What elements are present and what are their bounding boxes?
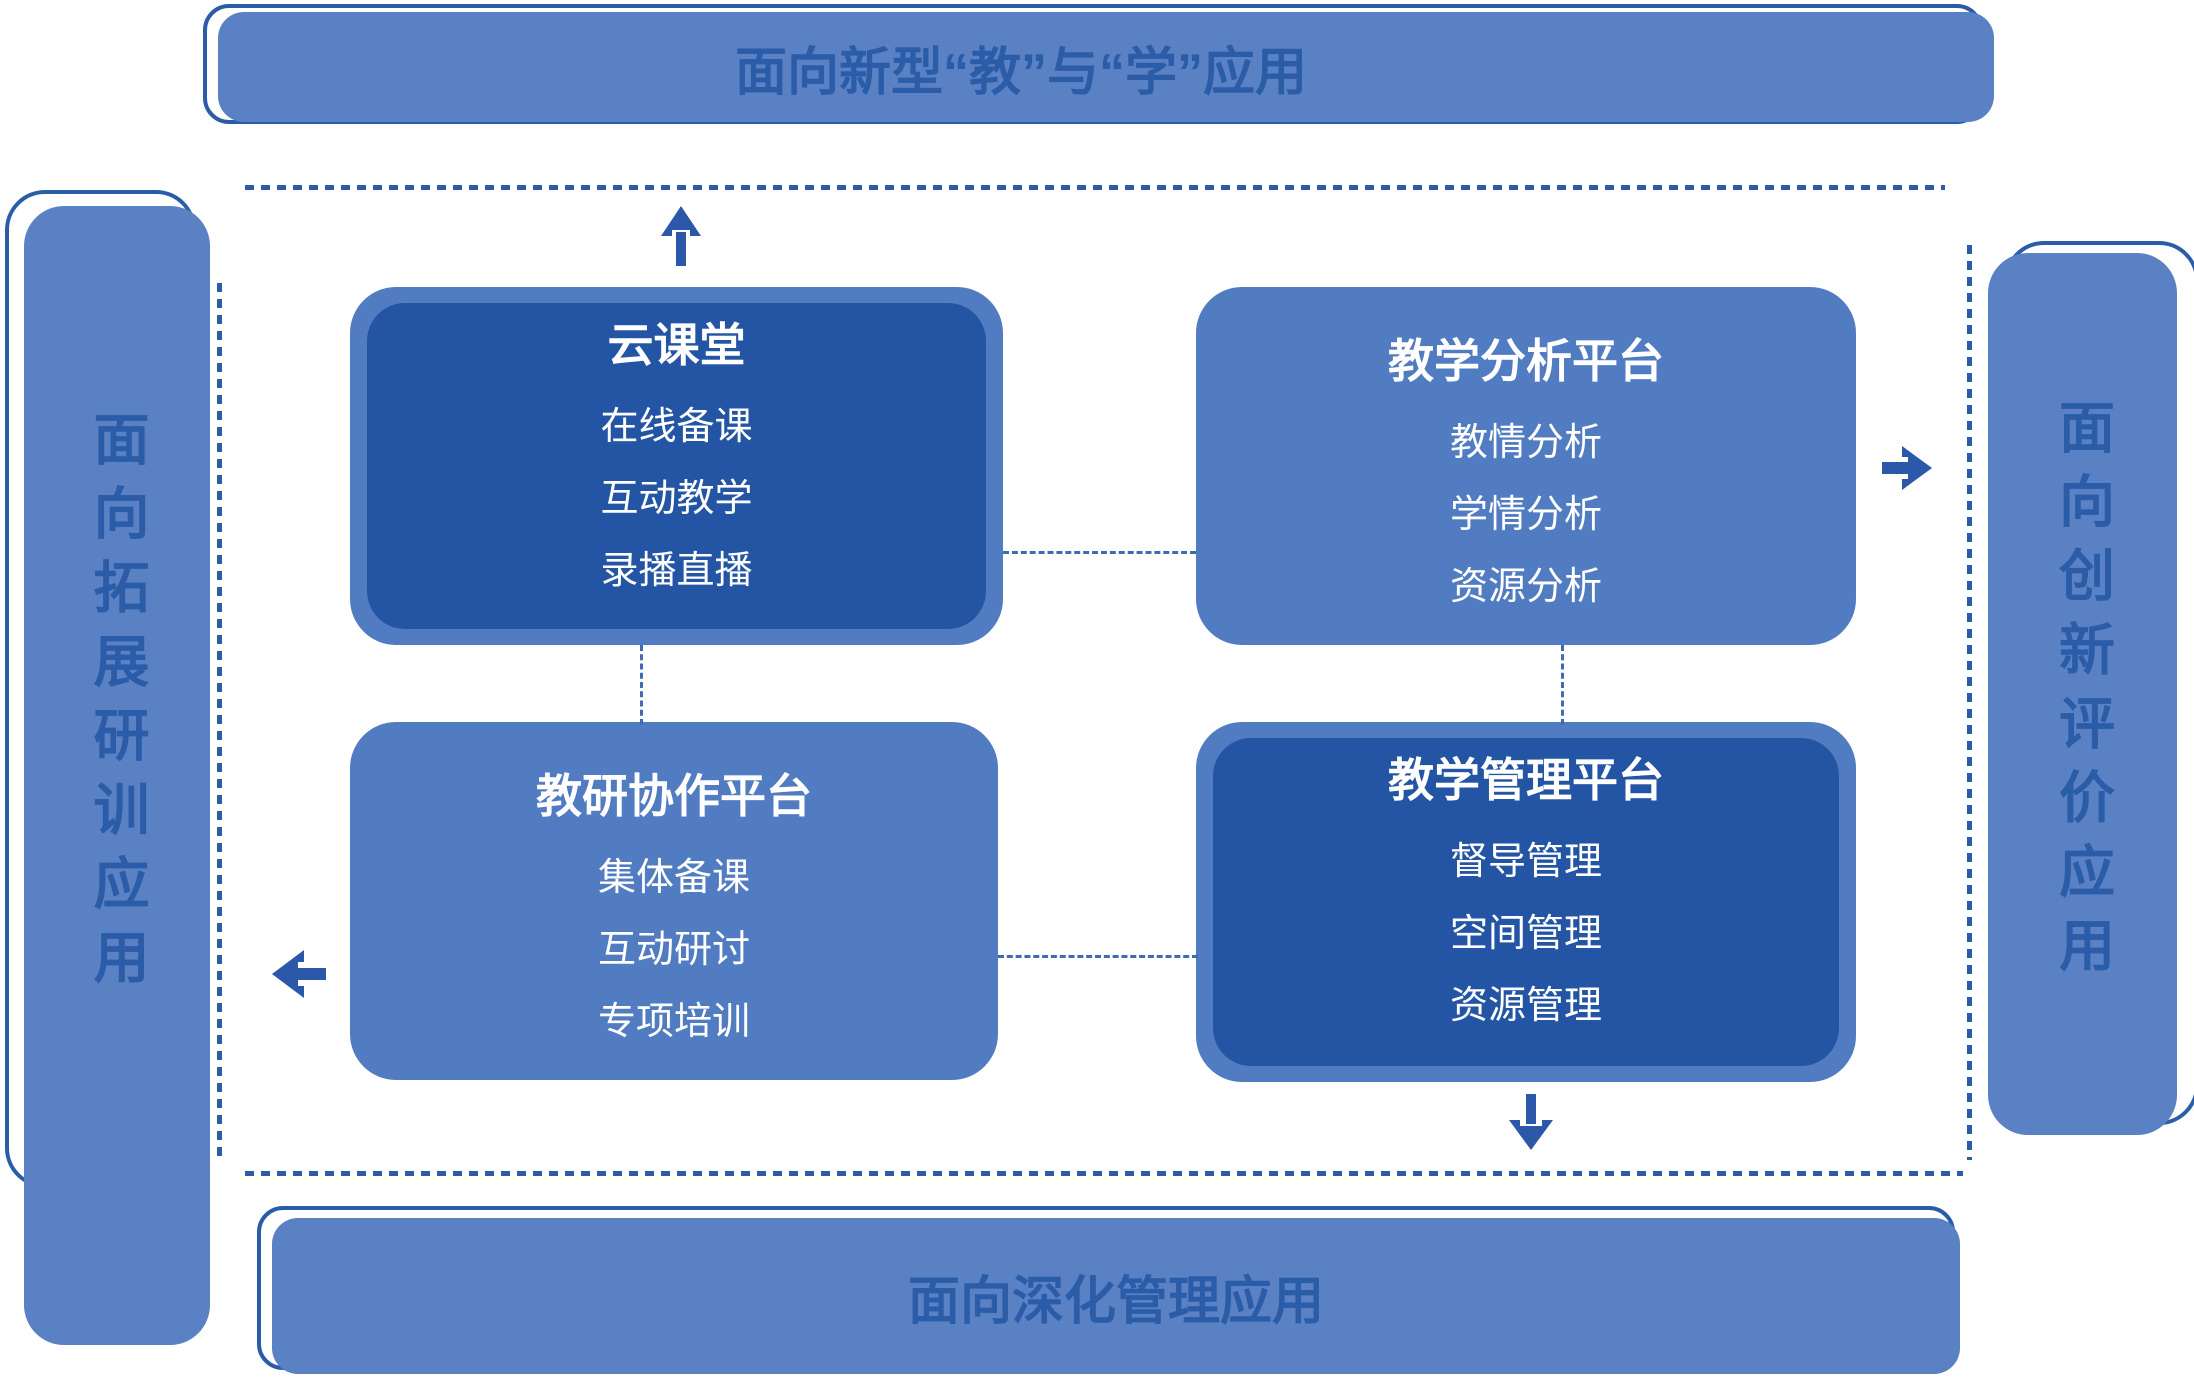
box-cloud-classroom: 云课堂 在线备课 互动教学 录播直播 <box>350 287 1003 645</box>
down-arrow <box>1506 1094 1556 1150</box>
box-cloud-classroom-title: 云课堂 <box>607 319 746 371</box>
box-teaching-analysis-item: 资源分析 <box>1449 566 1602 608</box>
right-dashed-divider <box>1967 245 1972 1160</box>
box-research-collaboration-item: 集体备课 <box>597 857 750 899</box>
box-research-collaboration-item: 互动研讨 <box>597 929 750 971</box>
bottom-banner-label: 面向深化管理应用 <box>907 1272 1324 1331</box>
connector-top-horizontal <box>1003 551 1196 554</box>
box-cloud-classroom-item: 录播直播 <box>600 550 753 592</box>
box-teaching-management-inner <box>1213 738 1839 1066</box>
left-dashed-divider <box>217 283 222 1163</box>
top-banner: 面向新型“教”与“学”应用 <box>218 12 1994 122</box>
right-arrow <box>1882 443 1932 493</box>
bottom-dashed-divider <box>245 1171 1963 1176</box>
box-research-collaboration-title: 教研协作平台 <box>536 770 812 822</box>
box-cloud-classroom-inner <box>367 303 986 629</box>
box-teaching-management: 教学管理平台 督导管理 空间管理 资源管理 <box>1196 722 1856 1082</box>
top-banner-label: 面向新型“教”与“学”应用 <box>734 43 1307 102</box>
bottom-banner: 面向深化管理应用 <box>272 1218 1960 1374</box>
top-dashed-divider <box>245 185 1945 190</box>
box-research-collaboration-item: 专项培训 <box>597 1001 750 1043</box>
box-teaching-analysis: 教学分析平台 教情分析 学情分析 资源分析 <box>1196 287 1856 645</box>
connector-right-vertical <box>1561 645 1564 725</box>
box-cloud-classroom-item: 互动教学 <box>600 478 753 520</box>
left-arrow <box>272 948 326 1000</box>
connector-left-vertical <box>640 645 643 725</box>
box-teaching-analysis-item: 学情分析 <box>1449 494 1602 536</box>
left-bar-label: 面向拓展研训应用 <box>86 409 149 1002</box>
box-teaching-management-item: 督导管理 <box>1449 841 1602 883</box>
box-teaching-analysis-item: 教情分析 <box>1449 422 1602 464</box>
box-teaching-management-item: 空间管理 <box>1449 913 1602 955</box>
right-bar: 面向创新评价应用 <box>1988 253 2177 1135</box>
up-arrow <box>659 206 703 266</box>
right-bar-label: 面向创新评价应用 <box>2051 398 2115 990</box>
box-teaching-analysis-title: 教学分析平台 <box>1388 335 1664 387</box>
connector-bottom-horizontal <box>998 955 1198 958</box>
box-research-collaboration: 教研协作平台 集体备课 互动研讨 专项培训 <box>350 722 998 1080</box>
box-teaching-management-item: 资源管理 <box>1449 985 1602 1027</box>
left-bar: 面向拓展研训应用 <box>24 206 210 1345</box>
box-teaching-management-title: 教学管理平台 <box>1388 754 1664 806</box>
box-cloud-classroom-item: 在线备课 <box>600 406 753 448</box>
